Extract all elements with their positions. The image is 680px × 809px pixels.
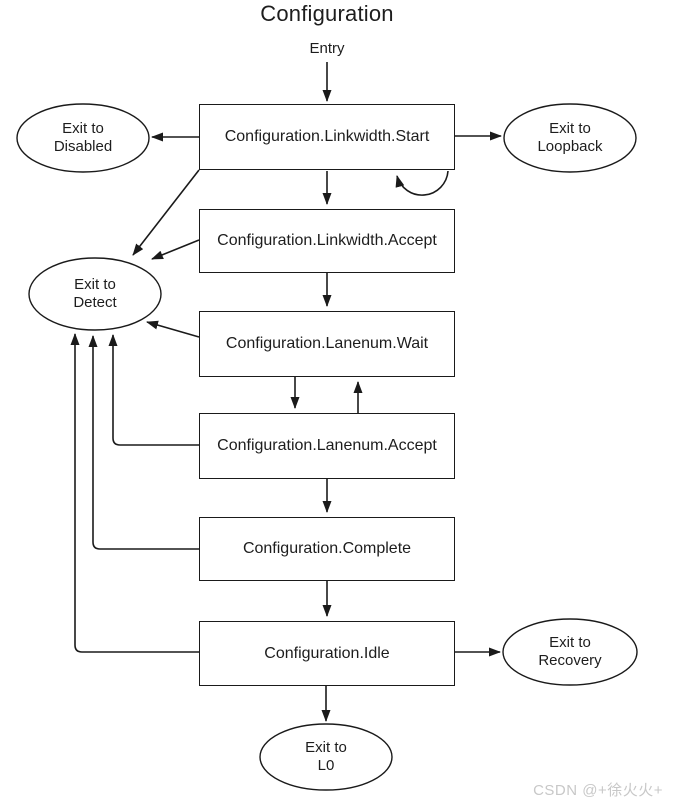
state-label: Configuration.Linkwidth.Accept bbox=[217, 232, 437, 249]
entry-label: Entry bbox=[309, 40, 345, 57]
exit-loopback-node bbox=[503, 103, 637, 173]
exit-recovery-node bbox=[502, 618, 638, 686]
state-label: Configuration.Lanenum.Wait bbox=[225, 335, 429, 352]
state-label: Configuration.Idle bbox=[264, 644, 390, 662]
edge-linkwidth-start-self-loop bbox=[395, 170, 449, 196]
state-configuration-idle: Configuration.Idle bbox=[199, 621, 455, 686]
edge-lanenum-accept-to-exit-detect bbox=[108, 334, 199, 446]
exit-detect-node bbox=[28, 257, 162, 331]
edge-idle-to-exit-detect bbox=[70, 333, 199, 653]
state-configuration-linkwidth-start: Configuration.Linkwidth.Start bbox=[199, 104, 455, 170]
state-configuration-linkwidth-accept: Configuration.Linkwidth.Accept bbox=[199, 209, 455, 273]
edge-complete-to-exit-detect bbox=[88, 335, 199, 550]
state-configuration-lanenum-wait: Configuration.Lanenum.Wait bbox=[199, 311, 455, 377]
state-configuration-lanenum-accept: Configuration.Lanenum.Accept bbox=[199, 413, 455, 479]
diagram-title: Configuration bbox=[260, 1, 394, 26]
state-configuration-complete: Configuration.Complete bbox=[199, 517, 455, 581]
edge-lanenum-wait-to-exit-detect bbox=[146, 320, 200, 338]
state-label: Configuration.Lanenum.Accept bbox=[217, 437, 437, 454]
edge-linkwidth-accept-to-exit-detect bbox=[151, 239, 200, 260]
state-label: Configuration.Complete bbox=[242, 540, 412, 557]
state-label: Configuration.Linkwidth.Start bbox=[224, 128, 430, 145]
watermark: CSDN @+徐火火+ bbox=[533, 782, 663, 799]
exit-disabled-node bbox=[16, 103, 150, 173]
exit-l0-node bbox=[259, 723, 393, 791]
edge-linkwidth-start-to-exit-detect bbox=[132, 169, 200, 256]
